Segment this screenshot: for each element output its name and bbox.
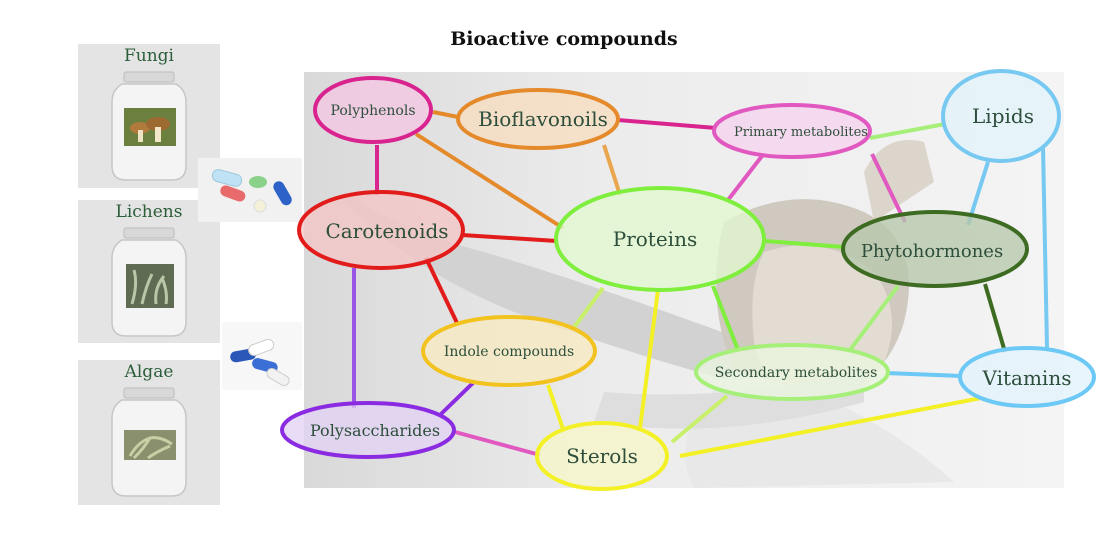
edge-proteins-phytohormones bbox=[764, 239, 845, 249]
node-proteins: Proteins bbox=[554, 186, 766, 292]
node-sterols: Sterols bbox=[535, 421, 669, 491]
edge-lipids-vitamins bbox=[1041, 145, 1049, 349]
pills-icon bbox=[211, 169, 292, 213]
pills-panel-bottom bbox=[222, 322, 302, 390]
node-indole-compounds-label: Indole compounds bbox=[444, 344, 574, 360]
jar-panel-fungi: Fungi bbox=[78, 44, 220, 188]
jar-panel-lichens: Lichens bbox=[78, 200, 220, 343]
node-carotenoids-label: Carotenoids bbox=[325, 219, 448, 243]
edge-indole-sterols bbox=[546, 384, 566, 433]
node-secondary-metabolites-label: Secondary metabolites bbox=[715, 365, 878, 381]
node-lipids-shape bbox=[941, 69, 1061, 163]
edge-secondary-vitamins bbox=[885, 371, 963, 378]
jar-lichens-icon bbox=[111, 227, 187, 337]
node-lipids: Lipids bbox=[941, 69, 1061, 163]
source-label-fungi: Fungi bbox=[123, 46, 174, 66]
node-vitamins-shape bbox=[958, 346, 1096, 408]
node-indole-compounds-shape bbox=[421, 315, 597, 387]
jar-fungi-icon bbox=[111, 71, 187, 181]
edge-primary-proteins bbox=[726, 154, 764, 202]
edge-secondary-sterols bbox=[670, 394, 729, 444]
node-sterols-label: Sterols bbox=[566, 444, 638, 468]
edge-bioflavonoils-primary bbox=[617, 118, 717, 130]
jar-panel-algae: Algae bbox=[78, 360, 220, 505]
node-polysaccharides-shape bbox=[280, 401, 456, 459]
edge-proteins-indole bbox=[570, 286, 605, 332]
node-phytohormones-label: Phytohormones bbox=[861, 241, 1003, 262]
edge-primary-phytohormones bbox=[870, 153, 907, 223]
node-secondary-metabolites-shape bbox=[694, 343, 890, 401]
node-lipids-label: Lipids bbox=[972, 104, 1034, 128]
source-label-algae: Algae bbox=[124, 362, 174, 382]
capsules-icon bbox=[230, 338, 290, 386]
node-bioflavonoils-shape bbox=[456, 88, 620, 150]
node-primary-metabolites: Primary metabolites bbox=[712, 103, 872, 159]
jar-algae-icon bbox=[111, 387, 187, 497]
edge-polyphenols-proteins bbox=[414, 132, 565, 230]
node-indole-compounds: Indole compounds bbox=[421, 315, 597, 387]
edge-phytohormones-vitamins bbox=[983, 283, 1007, 353]
edge-proteins-sterols bbox=[638, 289, 660, 429]
edge-indole-polysaccharides bbox=[439, 379, 477, 416]
edge-bioflavonoils-proteins bbox=[602, 144, 622, 196]
node-proteins-label: Proteins bbox=[613, 227, 697, 251]
node-sterols-shape bbox=[535, 421, 669, 491]
node-vitamins: Vitamins bbox=[958, 346, 1096, 408]
node-polyphenols-label: Polyphenols bbox=[330, 103, 415, 119]
node-secondary-metabolites: Secondary metabolites bbox=[694, 343, 890, 401]
node-polyphenols-shape bbox=[313, 76, 433, 144]
edge-polyphenols-bioflavonoils bbox=[432, 110, 459, 119]
node-carotenoids: Carotenoids bbox=[297, 190, 465, 270]
node-polysaccharides: Polysaccharides bbox=[280, 401, 456, 459]
diagram-title: Bioactive compounds bbox=[450, 28, 678, 50]
edge-phytohormones-secondary bbox=[848, 284, 900, 352]
edge-carotenoids-proteins bbox=[461, 233, 558, 243]
node-bioflavonoils-label: Bioflavonoils bbox=[478, 107, 608, 131]
edge-proteins-secondary bbox=[711, 285, 740, 351]
node-phytohormones-shape bbox=[841, 210, 1029, 288]
node-primary-metabolites-label: Primary metabolites bbox=[734, 125, 868, 140]
node-polyphenols: Polyphenols bbox=[313, 76, 433, 144]
edge-carotenoids-indole bbox=[424, 257, 460, 326]
pills-panel-top bbox=[198, 158, 302, 222]
source-label-lichens: Lichens bbox=[115, 202, 183, 222]
edge-vitamins-sterols bbox=[679, 396, 982, 458]
node-bioflavonoils: Bioflavonoils bbox=[456, 88, 620, 150]
node-carotenoids-shape bbox=[297, 190, 465, 270]
edge-polysaccharides-sterols bbox=[454, 430, 541, 457]
node-vitamins-label: Vitamins bbox=[982, 366, 1072, 390]
node-polysaccharides-label: Polysaccharides bbox=[310, 421, 440, 440]
node-proteins-shape bbox=[554, 186, 766, 292]
node-primary-metabolites-shape bbox=[712, 103, 872, 159]
edge-primary-lipids bbox=[869, 122, 946, 140]
node-phytohormones: Phytohormones bbox=[841, 210, 1029, 288]
